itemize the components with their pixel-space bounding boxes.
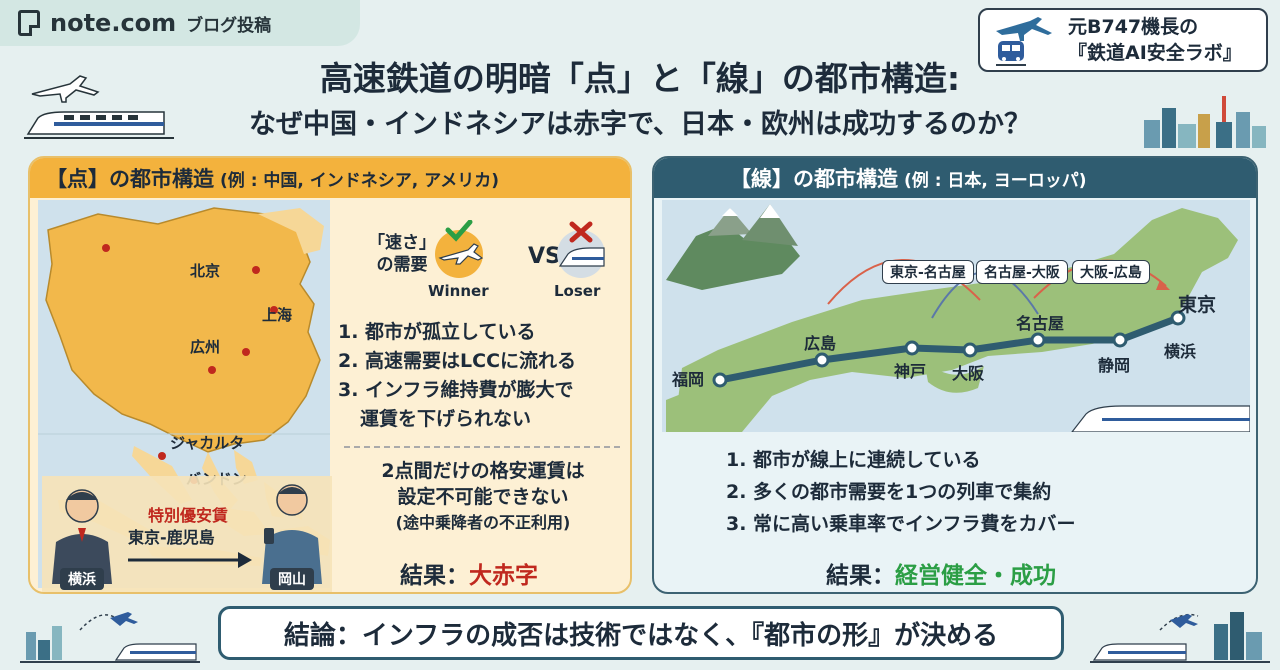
page-subtitle: なぜ中国・インドネシアは赤字で、日本・欧州は成功するのか？ [249,109,1031,140]
cheap-fare-reason: (途中乗降者の不正利用) [395,513,571,532]
segment-osaka-hiroshima: 大阪-広島 [1072,260,1150,284]
line-result-value: 経営健全・成功 [895,563,1056,589]
cheap-fare-note: 2点間だけの格安運賃は 設定不可能できない (途中乗降者の不正利用) [338,458,628,536]
dashed-divider [344,446,620,448]
brand-name: note.com [50,9,177,37]
city-skyline-illustration [1144,96,1266,148]
station-nagoya: 名古屋 [1016,314,1065,333]
station-osaka: 大阪 [952,364,985,383]
line-result: 結果：経営健全・成功 [826,556,1056,590]
station-kobe: 神戸 [894,362,927,381]
point-issue-2: 2. 高速需要はLCCに流れる [338,350,577,372]
city-shanghai: 上海 [262,306,293,324]
point-panel-heading: 【点】の都市構造 (例 : 中国, インドネシア, アメリカ) [30,158,630,198]
cheap-fare-line2: 設定不可能できない [397,486,569,508]
loser-label: Loser [554,282,601,300]
brand-subtitle: ブログ投稿 [186,15,272,36]
plane-train-illustration [24,75,174,139]
line-benefits-list: 1. 都市が線上に連続している 2. 多くの都市需要を1つの列車で集約 3. 常… [726,444,1075,540]
special-fare-label: 特別優安賃 [148,506,229,525]
city-jakarta: ジャカルタ [170,434,245,452]
conclusion-text: 結論：インフラの成否は技術ではなく、『都市の形』が決める [283,620,999,651]
station-yokohama: 横浜 [1164,342,1197,361]
page-title: 高速鉄道の明暗「点」と「線」の都市構造: [319,59,961,98]
line-heading-text: 【線】の都市構造 [730,167,898,191]
japan-line-map [662,200,1250,432]
line-benefit-2: 2. 多くの都市需要を1つの列車で集約 [726,481,1052,503]
note-logo-icon [18,10,40,36]
point-heading-example: (例 : 中国, インドネシア, アメリカ) [220,170,500,191]
conclusion-box: 結論：インフラの成否は技術ではなく、『都市の形』が決める [218,606,1064,660]
point-issues-list: 1. 都市が孤立している 2. 高速需要はLCCに流れる 3. インフラ維持費が… [338,318,576,434]
station-tokyo: 東京 [1178,294,1217,316]
person-yokohama-tag: 横浜 [60,568,104,590]
vs-label: VS [528,244,561,269]
point-heading-text: 【点】の都市構造 [46,167,214,191]
point-result: 結果：大赤字 [400,556,538,590]
person-okayama-tag: 岡山 [270,568,314,590]
point-issue-3: 3. インフラ維持費が膨大で [338,379,574,401]
station-fukuoka: 福岡 [672,370,705,389]
bottom-right-illustration [1090,612,1270,663]
winner-plane-icon [435,220,484,278]
station-hiroshima: 広島 [804,334,837,353]
line-benefit-1: 1. 都市が線上に連続している [726,449,981,471]
line-heading-example: (例 : 日本, ヨーロッパ) [904,170,1087,191]
line-result-label: 結果： [826,563,895,589]
point-result-value: 大赤字 [469,563,538,589]
segment-tokyo-nagoya: 東京-名古屋 [882,260,974,284]
city-beijing: 北京 [190,262,221,280]
special-fare-route: 東京-鹿児島 [128,528,215,547]
speed-label-line1: 「速さ」 [368,233,436,253]
lab-badge: 元B747機長の 『鉄道AI安全ラボ』 [978,8,1268,72]
speed-label-line2: の需要 [376,255,428,275]
cheap-fare-line1: 2点間だけの格安運賃は [381,460,585,482]
bottom-left-illustration [20,612,200,663]
line-structure-panel: 【線】の都市構造 (例 : 日本, ヨーロッパ) 東京-名古屋 名古屋-大阪 大… [652,156,1258,594]
winner-label: Winner [428,282,489,300]
loser-train-icon [557,221,605,278]
point-result-label: 結果： [400,563,469,589]
point-issue-1: 1. 都市が孤立している [338,321,536,343]
lab-line1: 元B747機長の [1068,16,1199,38]
point-issue-3-cont: 運賃を下げられない [360,408,532,430]
lab-line2: 『鉄道AI安全ラボ』 [1068,42,1242,64]
city-guangzhou: 広州 [190,338,221,356]
line-panel-heading: 【線】の都市構造 (例 : 日本, ヨーロッパ) [654,158,1256,198]
brand-bar: note.com ブログ投稿 [0,0,360,46]
speed-demand-label: 「速さ」 の需要 [368,232,436,276]
segment-nagoya-osaka: 名古屋-大阪 [976,260,1068,284]
station-shizuoka: 静岡 [1098,356,1131,375]
line-benefit-3: 3. 常に高い乗車率でインフラ費をカバー [726,513,1076,535]
point-structure-panel: 【点】の都市構造 (例 : 中国, インドネシア, アメリカ) 北京 上海 広州… [28,156,632,594]
plane-train-icon [996,17,1052,66]
